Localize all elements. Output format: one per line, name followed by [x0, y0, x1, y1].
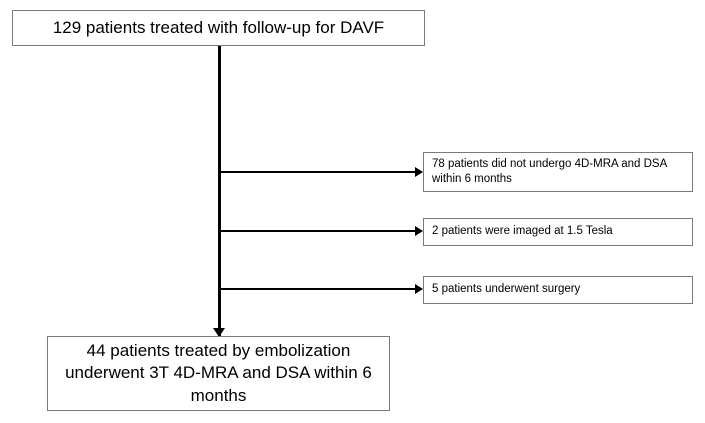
connector-branch-1-arrowhead-icon — [415, 167, 423, 177]
node-final-cohort: 44 patients treated by embolization unde… — [47, 336, 390, 411]
node-exclusion-2: 2 patients were imaged at 1.5 Tesla — [423, 218, 693, 246]
node-exclusion-1: 78 patients did not undergo 4D-MRA and D… — [423, 152, 693, 192]
node-top-cohort-label: 129 patients treated with follow-up for … — [52, 17, 385, 37]
connector-trunk-arrowhead-icon — [213, 328, 225, 337]
connector-branch-2 — [219, 230, 416, 232]
node-exclusion-2-label: 2 patients were imaged at 1.5 Tesla — [432, 225, 613, 238]
node-exclusion-3-label: 5 patients underwent surgery — [432, 283, 581, 296]
node-exclusion-3: 5 patients underwent surgery — [423, 276, 693, 304]
connector-trunk-vertical — [218, 46, 221, 336]
node-exclusion-1-label: 78 patients did not undergo 4D-MRA and D… — [432, 157, 667, 185]
connector-branch-3-arrowhead-icon — [415, 284, 423, 294]
connector-branch-2-arrowhead-icon — [415, 226, 423, 236]
connector-branch-3 — [219, 288, 416, 290]
node-final-cohort-label: 44 patients treated by embolization unde… — [65, 340, 372, 405]
connector-branch-1 — [219, 171, 416, 173]
node-top-cohort: 129 patients treated with follow-up for … — [12, 10, 425, 46]
